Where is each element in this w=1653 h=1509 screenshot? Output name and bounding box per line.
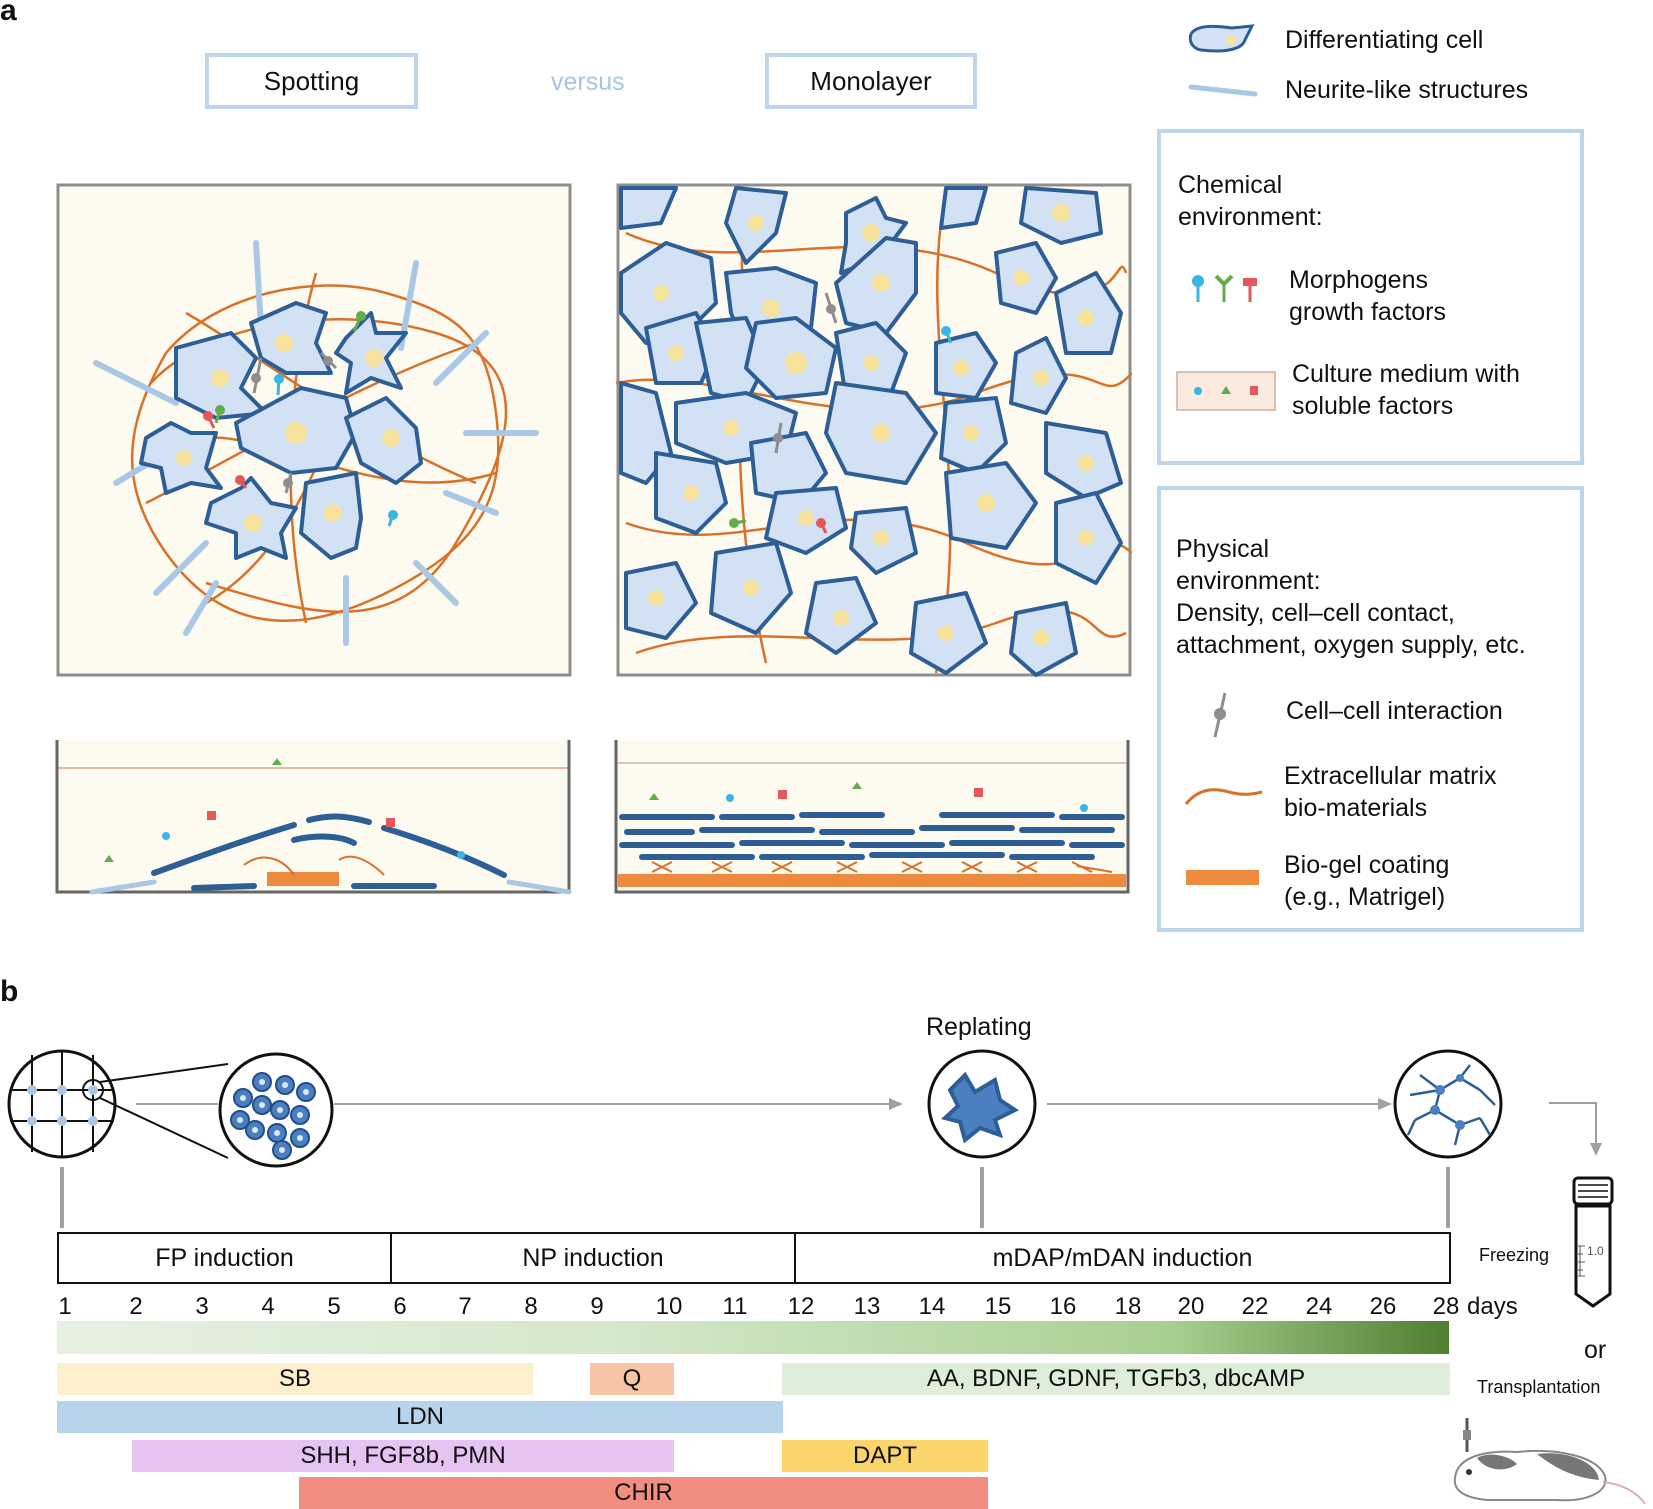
phase-mdap-induction: mDAP/mDAN induction <box>796 1234 1449 1282</box>
day-tick: 28 <box>1432 1293 1460 1320</box>
bar-dapt: DAPT <box>782 1440 988 1472</box>
day-tick: 11 <box>722 1293 748 1320</box>
mouse-icon <box>1453 1418 1646 1505</box>
bio-gel-label-2: (e.g., Matrigel) <box>1284 883 1446 911</box>
cryovial-scale-label: 1.0 <box>1587 1244 1604 1258</box>
or-label: or <box>1584 1336 1607 1364</box>
bar-sb-label: SB <box>278 1365 311 1392</box>
phase-timeline: FP induction NP induction mDAP/mDAN indu… <box>57 1232 1451 1284</box>
bar-ldn: LDN <box>57 1401 783 1433</box>
bar-chir-label: CHIR <box>614 1479 673 1506</box>
maturation-gradient-bar <box>57 1321 1449 1354</box>
day-tick: 10 <box>655 1293 683 1320</box>
spotting-label: Spotting <box>263 65 360 96</box>
spotting-label-box: Spotting <box>205 53 418 109</box>
morphogens-label-1: Morphogens <box>1289 266 1428 294</box>
day-tick: 5 <box>327 1293 341 1320</box>
days-unit-label: days <box>1467 1293 1518 1320</box>
day-tick: 8 <box>524 1293 538 1320</box>
bar-ldn-label: LDN <box>395 1403 444 1430</box>
ecm-label-2: bio-materials <box>1284 794 1428 822</box>
neurite-label: Neurite-like structures <box>1285 76 1529 104</box>
day-tick: 3 <box>195 1293 209 1320</box>
chemical-environment-box <box>1157 129 1584 465</box>
day-tick: 2 <box>129 1293 143 1320</box>
bio-gel-coating-icon <box>1186 870 1259 885</box>
physical-title-1: Physical <box>1176 535 1270 563</box>
ecm-label-1: Extracellular matrix <box>1284 762 1497 790</box>
differentiating-cell-icon <box>1188 24 1255 53</box>
chemical-title-2: environment: <box>1178 203 1323 231</box>
monolayer-label-box: Monolayer <box>765 53 977 109</box>
morphogen-icon <box>1192 274 1257 302</box>
physical-environment-box <box>1157 486 1584 932</box>
physical-line-3: Density, cell–cell contact, <box>1176 599 1455 627</box>
cryovial-icon <box>1572 1176 1614 1308</box>
physical-line-4: attachment, oxygen supply, etc. <box>1176 631 1526 659</box>
bar-q: Q <box>590 1363 674 1395</box>
bar-late-factors-label: AA, BDNF, GDNF, TGFb3, dbcAMP <box>926 1365 1306 1392</box>
day-axis: 1 2 3 4 5 6 7 8 9 10 11 12 13 14 15 16 1… <box>0 1293 1653 1325</box>
replating-label: Replating <box>926 1013 1032 1041</box>
neurite-icon <box>1188 84 1258 97</box>
bar-shh: SHH, FGF8b, PMN <box>132 1440 674 1472</box>
phase-fp-label: FP induction <box>155 1243 294 1272</box>
day-tick: 9 <box>590 1293 604 1320</box>
phase-fp-induction: FP induction <box>59 1234 392 1282</box>
phase-np-label: NP induction <box>522 1243 664 1272</box>
phase-np-induction: NP induction <box>392 1234 796 1282</box>
physical-title-2: environment: <box>1176 567 1321 595</box>
panel-a-letter: a <box>0 0 17 27</box>
monolayer-side-view <box>614 740 1130 894</box>
bio-gel-label-1: Bio-gel coating <box>1284 851 1450 879</box>
extracellular-matrix-icon <box>1184 788 1263 805</box>
day-tick: 26 <box>1369 1293 1397 1320</box>
chemical-title-1: Chemical <box>1178 171 1283 199</box>
day-tick: 13 <box>853 1293 881 1320</box>
cell-cell-interaction-label: Cell–cell interaction <box>1286 697 1503 725</box>
bar-q-label: Q <box>622 1365 642 1392</box>
bar-late-factors: AA, BDNF, GDNF, TGFb3, dbcAMP <box>782 1363 1450 1395</box>
day-tick: 20 <box>1177 1293 1205 1320</box>
bar-sb: SB <box>57 1363 533 1395</box>
day-tick: 18 <box>1114 1293 1142 1320</box>
day-tick: 22 <box>1241 1293 1269 1320</box>
workflow-illustration <box>7 1049 1602 1228</box>
cell-cell-interaction-icon <box>1213 692 1227 738</box>
differentiating-cell-label: Differentiating cell <box>1285 26 1484 54</box>
day-tick: 4 <box>261 1293 275 1320</box>
day-tick: 16 <box>1049 1293 1077 1320</box>
spotting-side-view <box>55 740 572 895</box>
day-tick: 7 <box>458 1293 472 1320</box>
bar-shh-label: SHH, FGF8b, PMN <box>300 1442 506 1469</box>
freezing-label: Freezing <box>1479 1245 1550 1265</box>
day-tick: 14 <box>918 1293 946 1320</box>
culture-medium-label-1: Culture medium with <box>1292 360 1520 388</box>
bar-dapt-label: DAPT <box>852 1442 917 1469</box>
culture-medium-icon <box>1176 371 1276 411</box>
morphogens-label-2: growth factors <box>1289 298 1447 326</box>
transplantation-label: Transplantation <box>1477 1377 1601 1397</box>
day-tick: 12 <box>787 1293 815 1320</box>
culture-medium-label-2: soluble factors <box>1292 392 1454 420</box>
phase-mdap-label: mDAP/mDAN induction <box>992 1243 1253 1272</box>
day-tick: 24 <box>1305 1293 1333 1320</box>
bar-chir: CHIR <box>299 1477 988 1509</box>
spotting-top-view <box>56 183 572 677</box>
monolayer-label: Monolayer <box>810 65 932 96</box>
day-tick: 6 <box>393 1293 407 1320</box>
day-tick: 15 <box>984 1293 1012 1320</box>
monolayer-top-view <box>616 183 1132 677</box>
day-tick: 1 <box>58 1293 72 1320</box>
versus-label: versus <box>551 68 625 96</box>
panel-b-letter: b <box>0 975 19 1008</box>
